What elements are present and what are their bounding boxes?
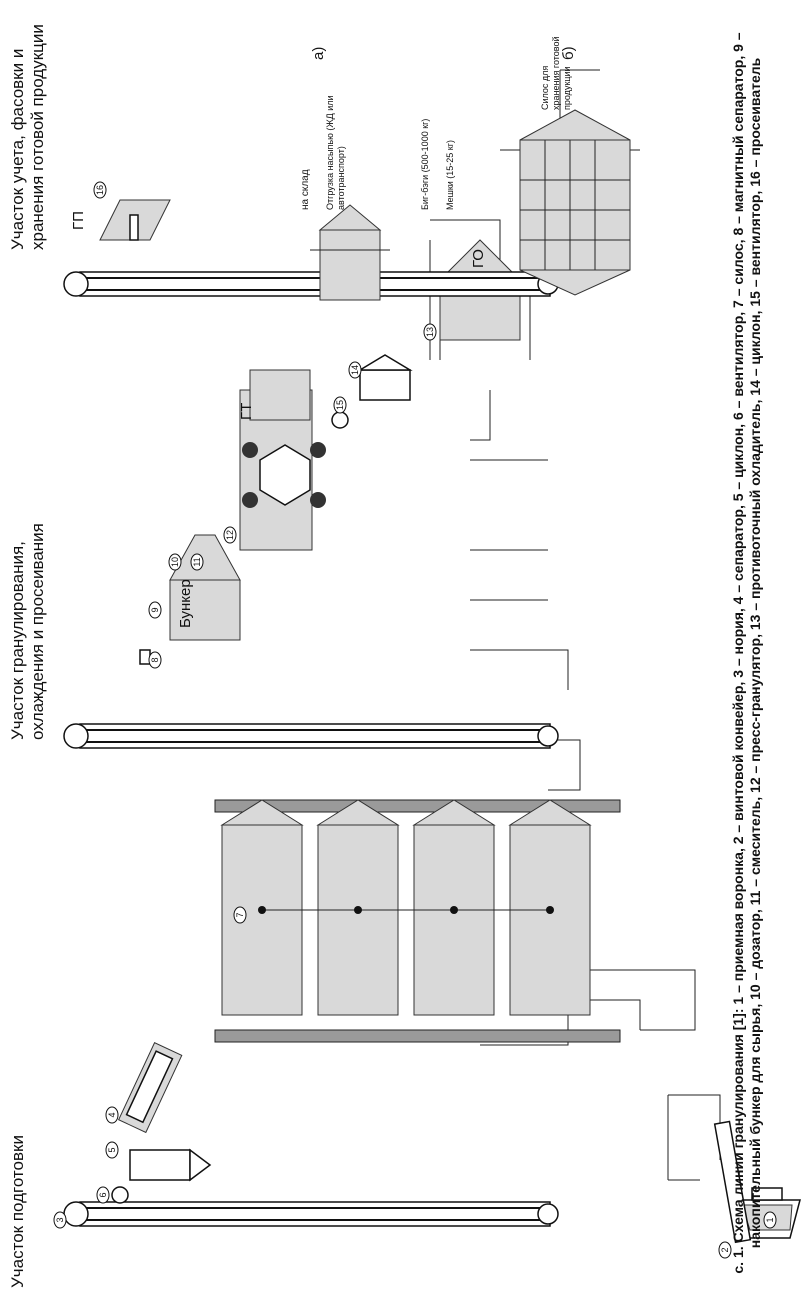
node-number-14: 14 bbox=[350, 365, 360, 375]
node-tag-13 bbox=[423, 323, 437, 341]
node-number-16: 16 bbox=[95, 185, 105, 195]
node-number-1: 1 bbox=[765, 1217, 775, 1222]
node-number-15: 15 bbox=[335, 400, 345, 410]
node-number-9: 9 bbox=[150, 607, 160, 612]
section-label-preparation: Участок подготовки bbox=[8, 1135, 27, 1288]
bigbag-station bbox=[310, 204, 390, 301]
label-silo-storage: Силос для хранения готовой продукции bbox=[540, 36, 572, 111]
fan-1 bbox=[111, 1186, 129, 1204]
label-go: ГО bbox=[470, 249, 487, 268]
section-label-storage: Участок учета, фасовки и хранения готово… bbox=[8, 24, 47, 250]
section-label-granulation: Участок гранулирования, охлаждения и про… bbox=[8, 523, 47, 740]
node-tag-2 bbox=[718, 1241, 732, 1259]
label-to-warehouse: на склад bbox=[300, 169, 311, 210]
node-tag-9 bbox=[148, 601, 162, 619]
finished-silo bbox=[519, 109, 631, 296]
label-bunker: Бункер bbox=[177, 579, 194, 628]
bucket-elevator-2 bbox=[63, 723, 559, 749]
separator bbox=[117, 1042, 183, 1134]
node-tag-6 bbox=[96, 1186, 110, 1204]
screw-conveyor bbox=[713, 1120, 752, 1244]
node-tag-3 bbox=[53, 1211, 67, 1229]
node-tag-1 bbox=[763, 1211, 777, 1229]
label-gt: ГТ bbox=[238, 402, 255, 420]
label-bulk-shipment: Отгрузка насыпью (ЖД или автотранспорт) bbox=[325, 95, 346, 210]
bucket-elevator-1 bbox=[63, 1201, 559, 1227]
node-number-10: 10 bbox=[170, 557, 180, 567]
node-tag-4 bbox=[105, 1106, 119, 1124]
node-number-12: 12 bbox=[225, 530, 235, 540]
node-number-7: 7 bbox=[235, 912, 245, 917]
node-tag-8 bbox=[148, 651, 162, 669]
cyclone-2 bbox=[357, 354, 413, 401]
sifter bbox=[99, 199, 171, 241]
node-number-6: 6 bbox=[98, 1192, 108, 1197]
node-tag-10 bbox=[168, 553, 182, 571]
node-number-11: 11 bbox=[192, 557, 202, 566]
node-tag-12 bbox=[223, 526, 237, 544]
node-tag-11 bbox=[190, 553, 204, 571]
cyclone-1 bbox=[129, 1148, 212, 1182]
label-variant-a: а) bbox=[310, 46, 327, 60]
node-number-2: 2 bbox=[720, 1247, 730, 1252]
press-granulator bbox=[239, 369, 326, 551]
node-number-4: 4 bbox=[107, 1112, 117, 1117]
node-tag-7 bbox=[233, 906, 247, 924]
node-number-8: 8 bbox=[150, 657, 160, 662]
label-variant-b: б) bbox=[560, 46, 577, 60]
label-gp: ГП bbox=[70, 211, 87, 230]
figure-caption: с. 1. Схема линии гранулирования [1]: 1 … bbox=[730, 32, 763, 1274]
label-big-bags: Биг-бэги (500-1000 кг) bbox=[420, 118, 430, 210]
node-tag-5 bbox=[105, 1141, 119, 1159]
node-number-3: 3 bbox=[55, 1217, 65, 1222]
node-tag-14 bbox=[348, 361, 362, 379]
node-tag-16 bbox=[93, 181, 107, 199]
storage-bunker bbox=[169, 534, 241, 641]
silo-bank bbox=[214, 799, 621, 1043]
label-sacks: Мешки (15-25 кг) bbox=[445, 139, 455, 210]
node-number-13: 13 bbox=[425, 327, 435, 337]
fan-2 bbox=[331, 411, 349, 429]
node-number-5: 5 bbox=[107, 1147, 117, 1152]
bucket-elevator-3 bbox=[63, 271, 559, 297]
magnetic-separator bbox=[139, 649, 151, 665]
node-tag-15 bbox=[333, 396, 347, 414]
